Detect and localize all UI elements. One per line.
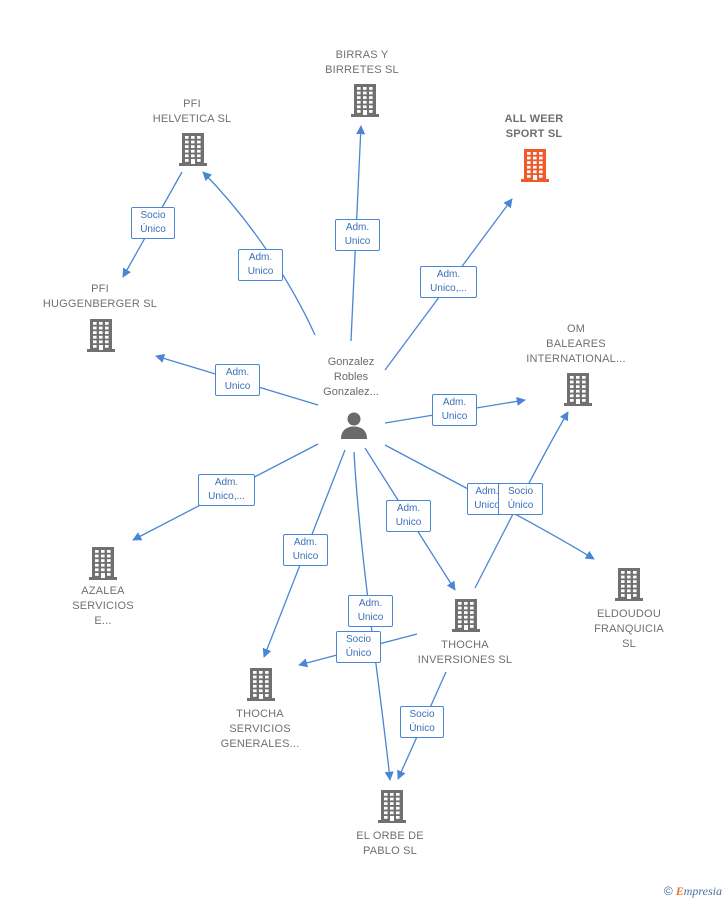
building-icon[interactable] xyxy=(86,318,116,352)
edge-badge[interactable]: Adm. Unico xyxy=(238,249,283,281)
node-label: THOCHA INVERSIONES SL xyxy=(417,639,513,666)
node-om-baleares[interactable]: OM BALEARES INTERNATIONAL... xyxy=(512,322,640,367)
node-label: PFI HELVETICA SL xyxy=(152,98,232,125)
edge-badge[interactable]: Adm. Unico xyxy=(386,500,431,532)
building-icon[interactable] xyxy=(520,148,550,182)
node-thocha-servicios[interactable]: THOCHA SERVICIOS GENERALES... xyxy=(200,707,320,752)
node-el-orbe[interactable]: EL ORBE DE PABLO SL xyxy=(330,829,450,859)
node-label: THOCHA SERVICIOS GENERALES... xyxy=(220,708,300,750)
node-label: ELDOUDOU FRANQUICIA SL xyxy=(594,608,664,650)
edge-badge[interactable]: Adm. Unico,... xyxy=(420,266,477,298)
edge-badge[interactable]: Socio Único xyxy=(131,207,175,239)
node-label: BIRRAS Y BIRRETES SL xyxy=(325,49,399,76)
copyright-icon: © xyxy=(663,884,673,898)
brand-initial: E xyxy=(675,884,684,898)
person-label[interactable]: Gonzalez Robles Gonzalez... xyxy=(323,356,379,398)
edge-badge[interactable]: Socio Único xyxy=(400,706,444,738)
building-icon[interactable] xyxy=(451,598,481,632)
building-icon[interactable] xyxy=(246,667,276,701)
edge-badge[interactable]: Socio Único xyxy=(498,483,543,515)
edge-badge[interactable]: Adm. Unico xyxy=(432,394,477,426)
node-pfi-huggenberger[interactable]: PFI HUGGENBERGER SL xyxy=(30,282,170,312)
brand-footer[interactable]: ©Empresia xyxy=(664,884,722,899)
building-icon[interactable] xyxy=(350,83,380,117)
node-label: EL ORBE DE PABLO SL xyxy=(356,830,424,857)
building-icon[interactable] xyxy=(178,132,208,166)
node-pfi-helvetica[interactable]: PFI HELVETICA SL xyxy=(132,97,252,127)
node-label: AZALEA SERVICIOS E... xyxy=(72,585,134,627)
brand-name: mpresia xyxy=(683,884,722,898)
node-label: ALL WEER SPORT SL xyxy=(504,113,564,140)
node-eldoudou[interactable]: ELDOUDOU FRANQUICIA SL xyxy=(574,607,684,652)
edge-badge[interactable]: Adm. Unico,... xyxy=(198,474,255,506)
edge-badge[interactable]: Adm. Unico xyxy=(335,219,380,251)
edge-badge[interactable]: Adm. Unico xyxy=(283,534,328,566)
node-label: PFI HUGGENBERGER SL xyxy=(42,283,158,310)
building-icon[interactable] xyxy=(614,567,644,601)
building-icon[interactable] xyxy=(377,789,407,823)
node-label: OM BALEARES INTERNATIONAL... xyxy=(526,323,626,365)
edge-badge[interactable]: Socio Único xyxy=(336,631,381,663)
node-all-weer[interactable]: ALL WEER SPORT SL xyxy=(474,112,594,142)
person-icon[interactable] xyxy=(339,410,369,440)
building-icon[interactable] xyxy=(88,546,118,580)
edge-badge[interactable]: Adm. Unico xyxy=(348,595,393,627)
building-icon[interactable] xyxy=(563,372,593,406)
node-azalea[interactable]: AZALEA SERVICIOS E... xyxy=(48,584,158,629)
node-birras[interactable]: BIRRAS Y BIRRETES SL xyxy=(302,48,422,78)
node-thocha-inversiones[interactable]: THOCHA INVERSIONES SL xyxy=(400,638,530,668)
edge-badge[interactable]: Adm. Unico xyxy=(215,364,260,396)
